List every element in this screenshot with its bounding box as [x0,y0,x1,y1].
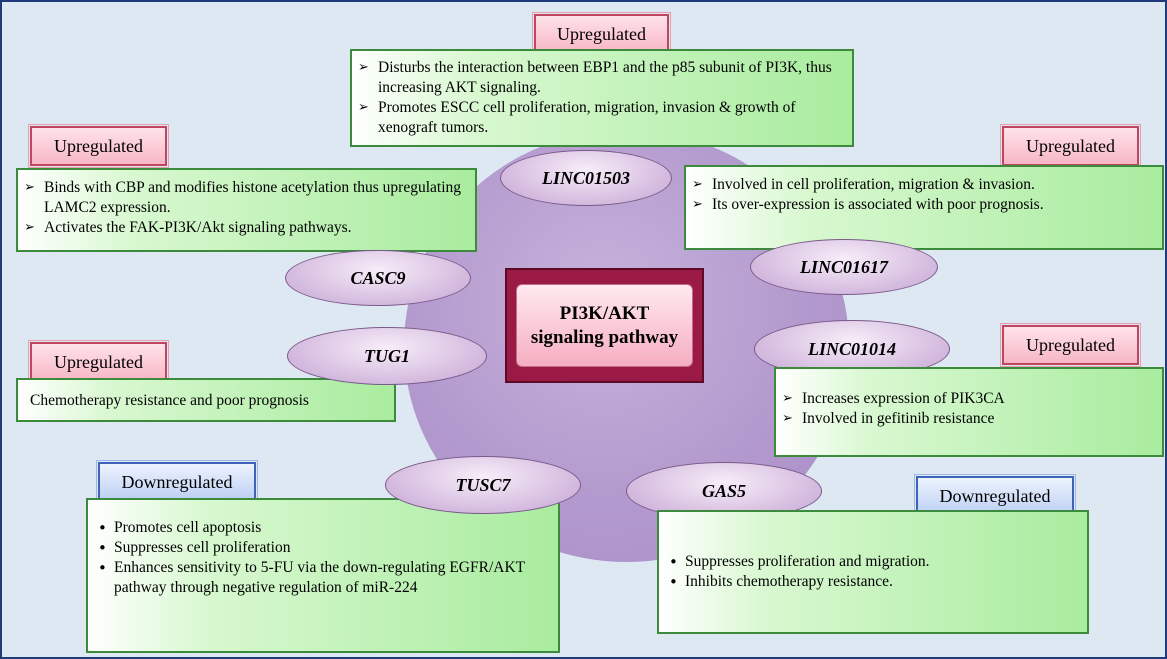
linc01617-point-2: Its over-expression is associated with p… [686,195,1162,215]
linc01503-point-2: Promotes ESCC cell proliferation, migrat… [352,98,852,138]
linc01014-box: Increases expression of PIK3CA Involved … [774,367,1164,457]
linc01014-point-1: Increases expression of PIK3CA [776,389,1162,409]
linc01617-box: Involved in cell proliferation, migratio… [684,165,1164,250]
linc01503-status: Upregulated [532,12,671,56]
tug1-node: TUG1 [287,327,487,385]
center-line-1: PI3K/AKT [559,302,650,324]
casc9-point-1: Binds with CBP and modifies histone acet… [18,178,475,218]
tug1-box: Chemotherapy resistance and poor prognos… [16,378,396,422]
gas5-point-2: Inhibits chemotherapy resistance. [659,572,1087,592]
linc01503-box: Disturbs the interaction between EBP1 an… [350,49,854,147]
tusc7-node: TUSC7 [385,456,581,514]
center-label: PI3K/AKT signaling pathway [516,284,693,367]
gas5-status: Downregulated [914,474,1076,518]
linc01617-node: LINC01617 [750,239,938,295]
gas5-box: Suppresses proliferation and migration. … [657,510,1089,634]
linc01617-status: Upregulated [1000,124,1141,168]
linc01014-point-2: Involved in gefitinib resistance [776,409,1162,429]
tusc7-point-1: Promotes cell apoptosis [88,518,550,538]
tusc7-point-3: Enhances sensitivity to 5-FU via the dow… [88,558,550,598]
linc01503-node: LINC01503 [500,150,672,206]
tug1-text: Chemotherapy resistance and poor prognos… [30,392,309,409]
casc9-point-2: Activates the FAK-PI3K/Akt signaling pat… [18,218,475,238]
linc01503-point-1: Disturbs the interaction between EBP1 an… [352,58,852,98]
linc01014-status: Upregulated [1000,323,1141,367]
casc9-box: Binds with CBP and modifies histone acet… [16,168,477,252]
linc01617-point-1: Involved in cell proliferation, migratio… [686,175,1162,195]
gas5-point-1: Suppresses proliferation and migration. [659,552,1087,572]
casc9-status: Upregulated [28,124,169,168]
tug1-status: Upregulated [28,340,169,384]
center-line-2: signaling pathway [530,326,679,348]
tusc7-box: Promotes cell apoptosis Suppresses cell … [86,498,560,653]
tusc7-status: Downregulated [96,460,258,504]
casc9-node: CASC9 [285,250,471,306]
center-frame: PI3K/AKT signaling pathway [505,268,704,383]
tusc7-point-2: Suppresses cell proliferation [88,538,550,558]
